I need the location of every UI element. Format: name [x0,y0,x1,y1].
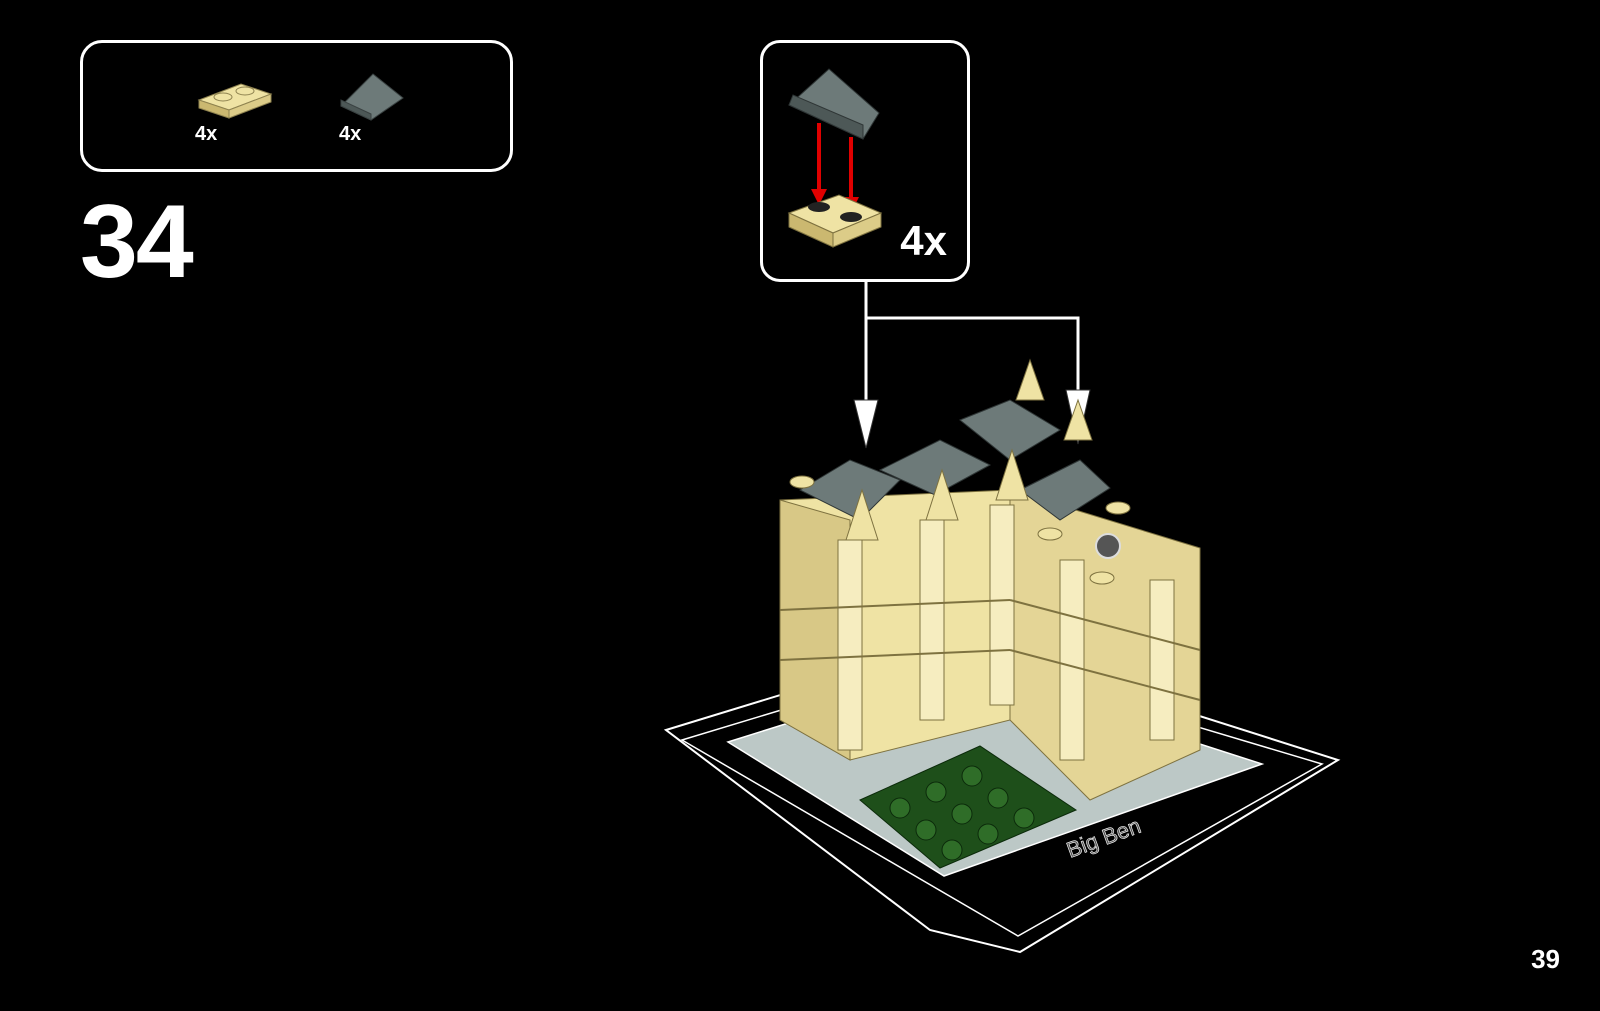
roof-slope [880,440,990,495]
clock-element [1096,534,1120,558]
page-number: 39 [1531,944,1560,975]
roof-slope [960,400,1060,460]
